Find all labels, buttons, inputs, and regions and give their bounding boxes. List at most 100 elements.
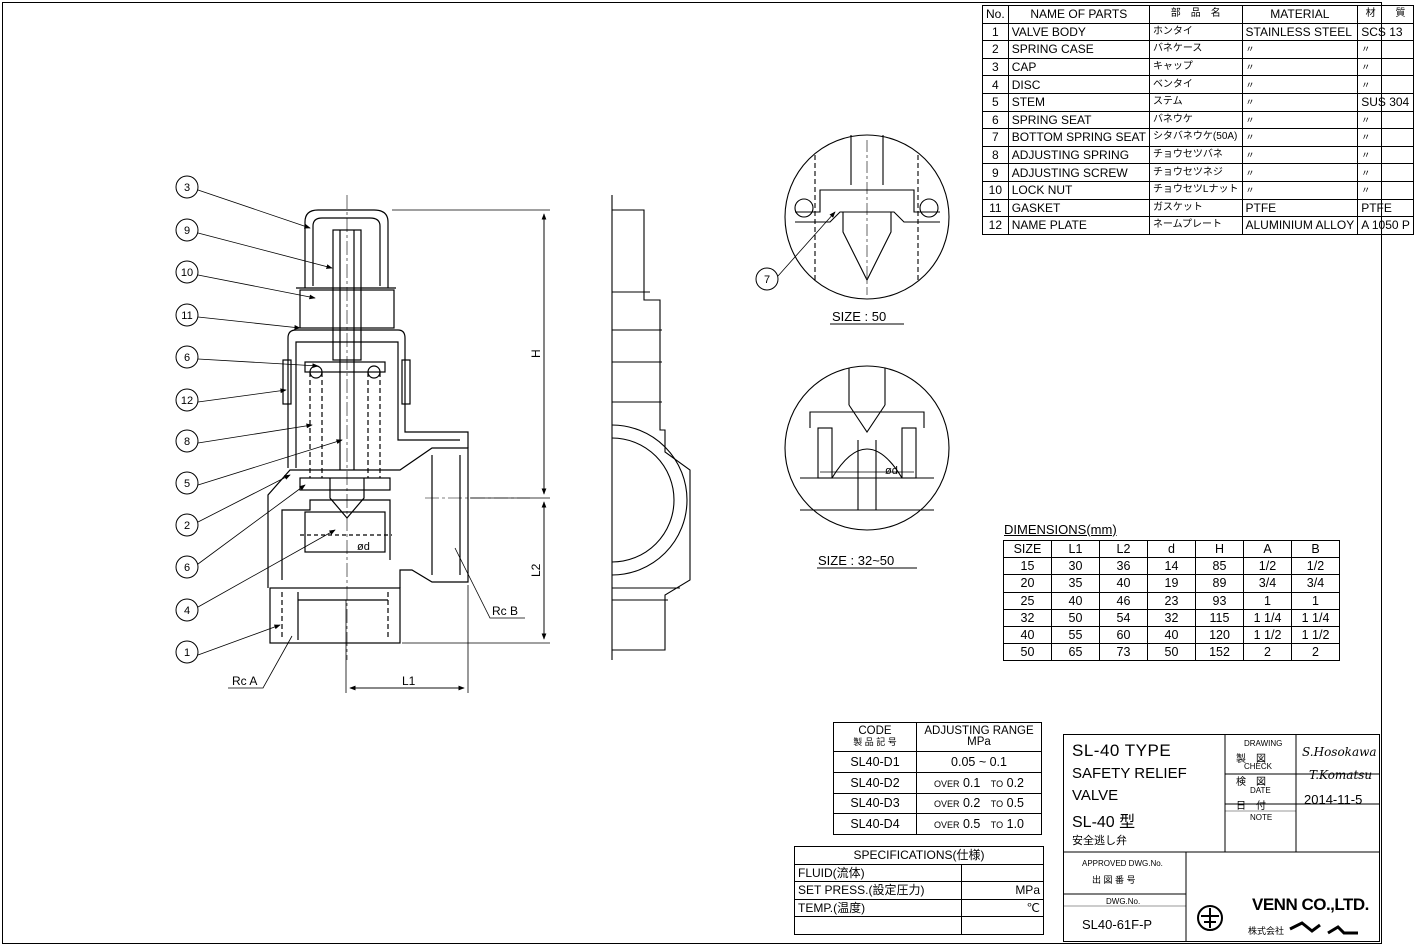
code-header-row: CODE 製 品 記 号 ADJUSTING RANGE MPa bbox=[833, 722, 1042, 752]
part-material: 〃 bbox=[1241, 40, 1359, 59]
detail-size-32-50 bbox=[784, 365, 950, 531]
dimension-cell: 20 bbox=[1003, 574, 1052, 593]
range-value: 0.05 ~ 0.1 bbox=[916, 751, 1042, 773]
dimension-cell: 2 bbox=[1243, 643, 1292, 662]
dimension-cell: 50 bbox=[1051, 608, 1100, 627]
balloon-12: 12 bbox=[181, 395, 193, 407]
code-value: SL40-D1 bbox=[833, 751, 917, 773]
part-name: BOTTOM SPRING SEAT bbox=[1007, 128, 1150, 147]
spec-unit: ℃ bbox=[961, 898, 1044, 917]
dimension-cell: 15 bbox=[1003, 557, 1052, 576]
part-material-jp: SUS 304 bbox=[1357, 92, 1414, 112]
range-unit: MPa bbox=[967, 736, 991, 748]
range-header: ADJUSTING RANGE MPa bbox=[916, 722, 1042, 752]
dim-header-h: H bbox=[1195, 539, 1244, 559]
title-line-4: SL-40 型 bbox=[1072, 814, 1136, 831]
dimension-cell: 46 bbox=[1099, 591, 1148, 610]
dwg-number: SL40-61F-P bbox=[1082, 917, 1153, 932]
part-no: 6 bbox=[982, 110, 1009, 130]
dim-header-l2: L2 bbox=[1099, 539, 1148, 559]
part-no: 9 bbox=[982, 163, 1009, 182]
part-name: ADJUSTING SCREW bbox=[1007, 163, 1150, 182]
part-material: 〃 bbox=[1241, 145, 1359, 165]
spec-unit: MPa bbox=[961, 881, 1044, 900]
dimension-cell: 1 1/2 bbox=[1291, 625, 1340, 645]
code-table: CODE 製 品 記 号 ADJUSTING RANGE MPa SL40-D1… bbox=[833, 722, 1042, 836]
date-label-jp: 日 付 bbox=[1236, 801, 1266, 812]
part-no: 11 bbox=[982, 198, 1009, 218]
balloon-3: 3 bbox=[184, 182, 190, 194]
title-block-grid bbox=[1063, 734, 1380, 942]
dimension-cell: 19 bbox=[1147, 574, 1196, 593]
drawing-frame bbox=[2, 2, 1382, 944]
code-value: SL40-D4 bbox=[833, 813, 917, 836]
part-name: STEM bbox=[1007, 92, 1150, 112]
balloon-4: 4 bbox=[184, 605, 190, 617]
part-material-jp: 〃 bbox=[1357, 145, 1414, 165]
code-row: SL40-D1 0.05 ~ 0.1 bbox=[833, 751, 1042, 773]
to-label: TO bbox=[990, 799, 1004, 810]
drawing-label-jp: 製 図 bbox=[1236, 754, 1266, 765]
to-label: TO bbox=[990, 820, 1004, 831]
detail-size-50 bbox=[784, 134, 950, 300]
range-label: ADJUSTING RANGE bbox=[924, 725, 1034, 737]
range-to: 0.2 bbox=[1006, 775, 1025, 790]
dimension-cell: 55 bbox=[1051, 625, 1100, 645]
dimension-cell: 93 bbox=[1195, 591, 1244, 610]
part-material-jp: 〃 bbox=[1357, 40, 1414, 59]
code-label: CODE bbox=[858, 725, 892, 737]
spec-label: SET PRESS.(設定圧力) bbox=[794, 881, 962, 900]
parts-header-row: No. NAME OF PARTS 部 品 名 MATERIAL 材 質 bbox=[982, 5, 1414, 24]
company-logo-icon bbox=[1197, 905, 1223, 931]
balloon-leaders bbox=[197, 189, 836, 656]
dimension-cell: 14 bbox=[1147, 557, 1196, 576]
balloon-6b: 6 bbox=[184, 562, 190, 574]
h-label: H bbox=[529, 349, 543, 358]
dwg-label: DWG.No. bbox=[1106, 897, 1141, 906]
dia-d-detail-label: ød bbox=[885, 465, 898, 477]
l1-label: L1 bbox=[402, 674, 416, 688]
part-no: 8 bbox=[982, 145, 1009, 165]
balloon-8: 8 bbox=[184, 436, 190, 448]
dimension-cell: 35 bbox=[1051, 574, 1100, 593]
title-line-1: SL-40 TYPE bbox=[1072, 741, 1172, 760]
balloon-7: 7 bbox=[764, 274, 770, 286]
part-material: 〃 bbox=[1241, 163, 1359, 182]
dimension-cell: 120 bbox=[1195, 625, 1244, 645]
specifications-title: SPECIFICATIONS(仕様) bbox=[794, 846, 1044, 865]
size-50-label: SIZE : 50 bbox=[832, 309, 886, 324]
part-balloons bbox=[175, 175, 779, 664]
spec-row-blank bbox=[794, 916, 1044, 935]
part-name: DISC bbox=[1007, 75, 1150, 94]
over-label: OVER bbox=[933, 778, 960, 789]
spec-unit bbox=[961, 863, 1044, 882]
dimension-cell: 1 1/2 bbox=[1243, 625, 1292, 645]
company-name: VENN CO.,LTD. bbox=[1252, 895, 1369, 914]
balloon-6a: 6 bbox=[184, 352, 190, 364]
dimensions-header-row: SIZE L1 L2 d H A B bbox=[1003, 539, 1340, 559]
part-name-jp: バネウケ bbox=[1148, 110, 1243, 130]
balloon-11: 11 bbox=[181, 310, 192, 322]
part-name-jp: ホンタイ bbox=[1148, 22, 1243, 42]
header-name-jp: 部 品 名 bbox=[1148, 5, 1243, 24]
part-name-jp: ベンタイ bbox=[1148, 75, 1243, 94]
size-32-50-label: SIZE : 32~50 bbox=[818, 553, 894, 568]
drawn-by: S.Hosokawa bbox=[1302, 745, 1377, 759]
part-no: 1 bbox=[982, 22, 1009, 42]
part-name: CAP bbox=[1007, 57, 1150, 77]
part-name: GASKET bbox=[1007, 198, 1150, 218]
dimension-cell: 50 bbox=[1003, 643, 1052, 662]
part-name-jp: バネケース bbox=[1148, 40, 1243, 59]
approved-label-jp: 出 図 番 号 bbox=[1092, 875, 1136, 885]
dimension-cell: 85 bbox=[1195, 557, 1244, 576]
dimension-cell: 40 bbox=[1003, 625, 1052, 645]
dim-header-d: d bbox=[1147, 539, 1196, 559]
